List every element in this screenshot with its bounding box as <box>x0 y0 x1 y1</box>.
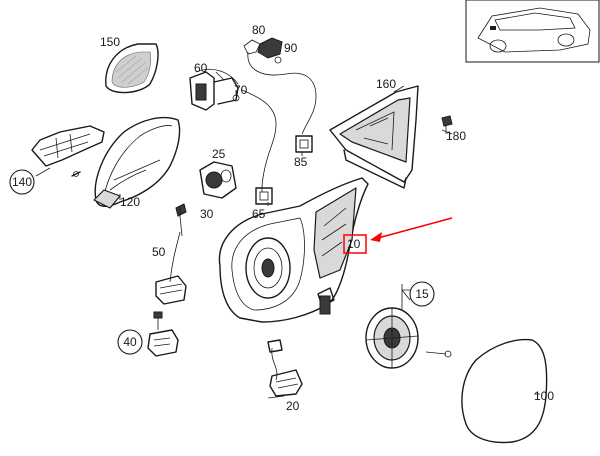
part-65-connector <box>255 187 273 205</box>
label-20: 20 <box>286 399 300 413</box>
part-85-connector <box>295 135 313 153</box>
part-100-mirror-glass <box>461 338 548 444</box>
part-15-adjustment-unit <box>365 307 419 369</box>
leader-lines <box>119 71 540 399</box>
label-80: 80 <box>252 23 266 37</box>
part-40-connector <box>147 311 179 357</box>
mirror-marker-icon <box>490 26 496 30</box>
label-50: 50 <box>152 245 166 259</box>
part-30-screw <box>175 203 187 237</box>
svg-text:140: 140 <box>12 175 32 189</box>
circled-label-15: 15 <box>409 281 435 307</box>
red-arrow-icon <box>370 217 453 242</box>
svg-text:10: 10 <box>347 237 361 251</box>
circled-label-140: 140 <box>9 169 35 195</box>
part-160-mirror-base <box>329 85 419 189</box>
part-150-mirror-glass <box>105 43 159 94</box>
label-100: 100 <box>534 389 554 403</box>
highlighted-label-10: 10 <box>343 234 367 254</box>
label-180: 180 <box>446 129 466 143</box>
circled-label-40: 40 <box>117 329 143 355</box>
label-65: 65 <box>252 207 266 221</box>
wiring-harness <box>195 51 317 193</box>
label-85: 85 <box>294 155 308 169</box>
part-60-bracket <box>189 71 239 111</box>
label-90: 90 <box>284 41 298 55</box>
svg-text:15: 15 <box>415 287 429 301</box>
part-180-screw <box>441 115 453 134</box>
svg-text:40: 40 <box>123 335 137 349</box>
vehicle-thumbnail <box>465 0 600 63</box>
label-25: 25 <box>212 147 226 161</box>
label-150: 150 <box>100 35 120 49</box>
part-80-connector <box>243 37 283 59</box>
part-15-screw <box>425 350 452 358</box>
part-120-housing-cover <box>93 116 181 209</box>
part-50-cable <box>155 231 187 305</box>
label-30: 30 <box>200 207 214 221</box>
label-60: 60 <box>194 61 208 75</box>
part-25-motor <box>199 161 237 199</box>
part-140-indicator-lamp <box>31 125 105 177</box>
label-160: 160 <box>376 77 396 91</box>
label-70: 70 <box>234 83 248 97</box>
label-120: 120 <box>120 195 140 209</box>
part-90-screw <box>274 56 282 64</box>
part-10-mirror-assembly <box>218 177 369 323</box>
part-20-harness <box>267 339 303 397</box>
